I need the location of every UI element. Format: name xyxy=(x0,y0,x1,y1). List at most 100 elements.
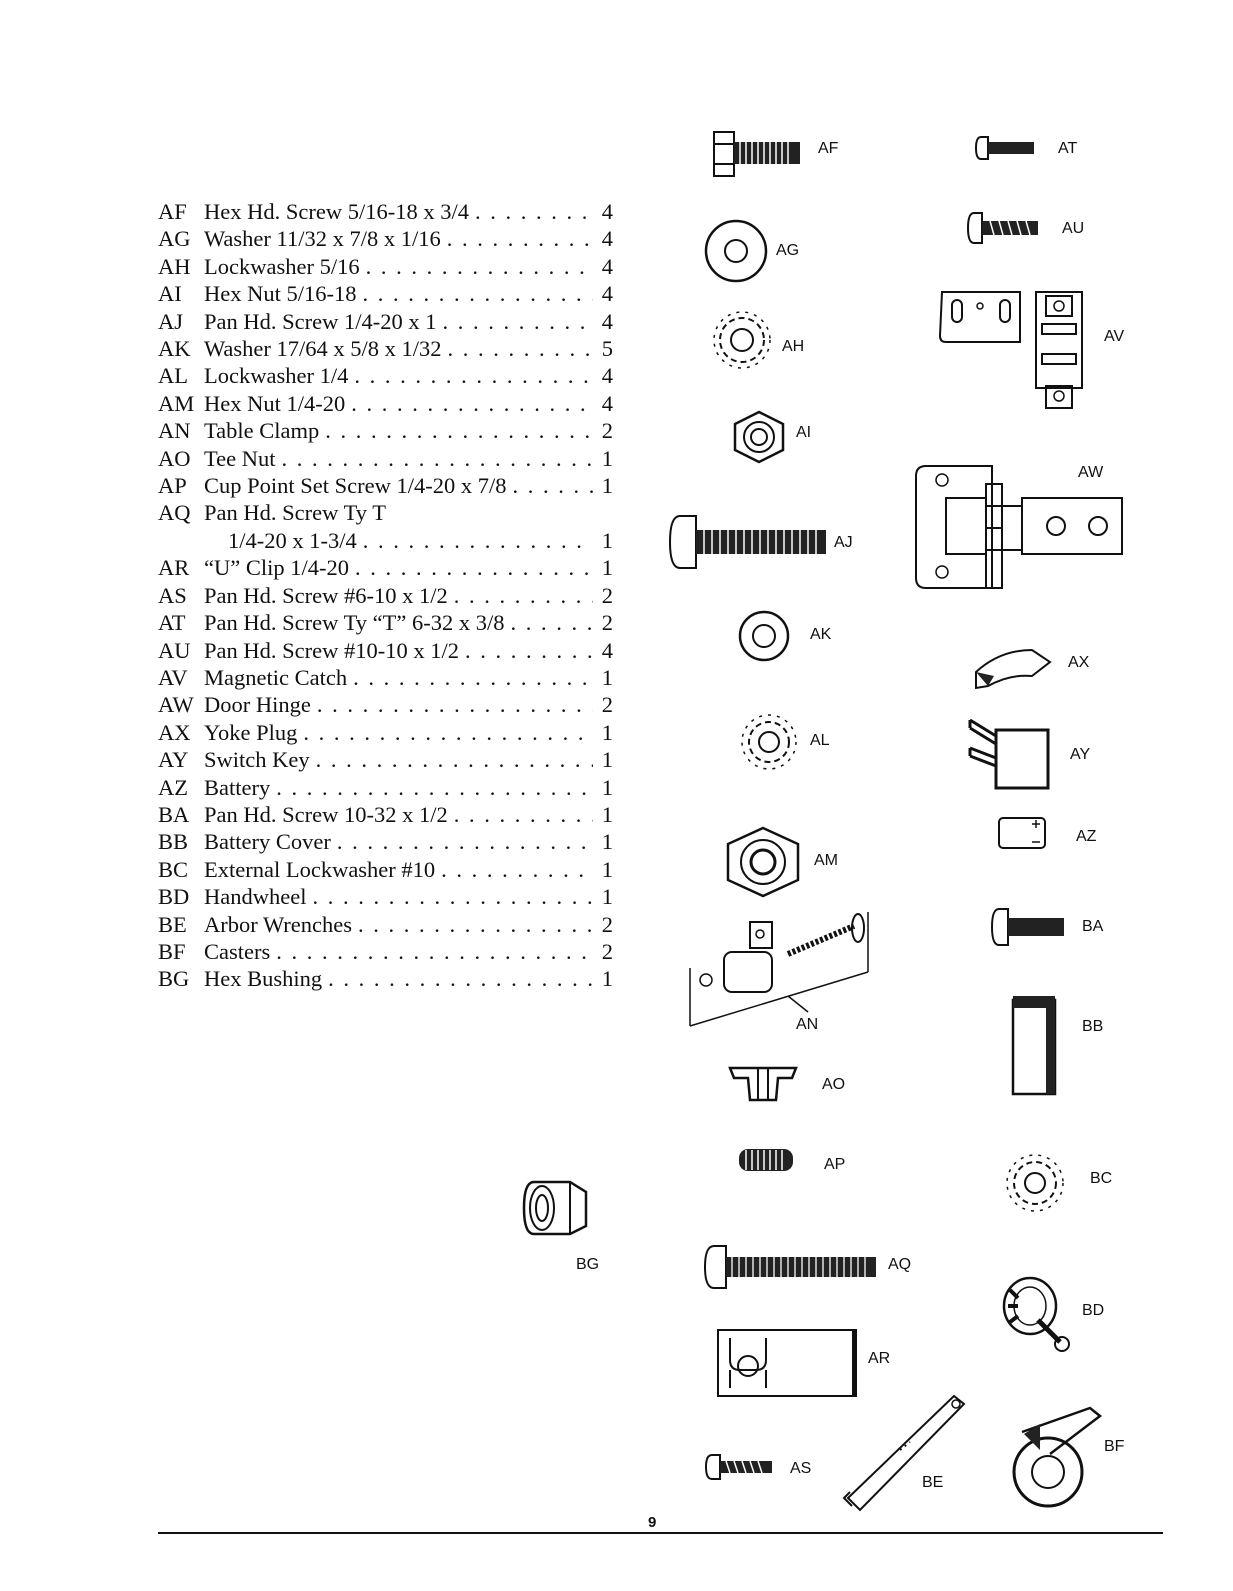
label-ax: AX xyxy=(1068,654,1090,671)
part-code: AH xyxy=(158,253,191,279)
set-screw-drawing xyxy=(739,1149,793,1171)
part-description: Battery xyxy=(204,774,271,800)
part-description: Lockwasher 5/16 xyxy=(204,253,360,279)
part-quantity: 4 xyxy=(601,390,613,416)
magnetic-catch-drawing xyxy=(938,291,1083,409)
part-code: AK xyxy=(158,336,191,362)
part-quantity: 4 xyxy=(601,637,613,663)
part-quantity: 1 xyxy=(601,829,613,855)
part-code: BG xyxy=(158,966,190,992)
part-description: Pan Hd. Screw Ty “T” 6-32 x 3/8 xyxy=(204,610,505,636)
part-quantity: 1 xyxy=(601,884,613,910)
leader-dots xyxy=(442,308,593,335)
u-clip-drawing xyxy=(717,1329,857,1397)
arbor-wrench-drawing xyxy=(842,1394,966,1512)
leader-dots xyxy=(353,664,593,691)
part-code: BB xyxy=(158,829,189,855)
part-code: AF xyxy=(158,199,187,224)
part-description: Yoke Plug xyxy=(204,719,298,745)
part-description: Hex Bushing xyxy=(204,966,323,992)
part-code: AT xyxy=(158,610,186,636)
leader-dots xyxy=(354,362,593,389)
label-at: AT xyxy=(1058,140,1078,157)
part-code: BD xyxy=(158,884,190,910)
part-description: External Lockwasher #10 xyxy=(204,856,436,882)
tiny-screw-drawing xyxy=(974,136,1034,160)
battery-drawing xyxy=(998,817,1046,849)
parts-row: AZBattery1 xyxy=(158,774,613,801)
part-quantity: 1 xyxy=(601,664,613,690)
part-quantity: 2 xyxy=(601,418,613,444)
yoke-plug-drawing xyxy=(975,648,1052,690)
label-bb: BB xyxy=(1082,1018,1104,1035)
leader-dots xyxy=(303,719,593,746)
handwheel-drawing xyxy=(1002,1276,1070,1352)
label-au: AU xyxy=(1062,220,1085,237)
hex-head-screw-drawing xyxy=(713,131,800,177)
part-code: AP xyxy=(158,473,187,499)
part-code: BC xyxy=(158,856,189,882)
part-description: Washer 17/64 x 5/8 x 1/32 xyxy=(204,336,442,362)
small-pan-head-screw-drawing xyxy=(704,1454,772,1480)
small-hex-nut-drawing xyxy=(726,826,800,898)
part-code: AZ xyxy=(158,774,188,800)
part-description: Hex Hd. Screw 5/16-18 x 3/4 xyxy=(204,199,469,224)
part-code: AN xyxy=(158,418,191,444)
part-description: Tee Nut xyxy=(204,445,276,471)
label-az: AZ xyxy=(1076,828,1097,845)
part-quantity: 5 xyxy=(601,336,613,362)
part-quantity: 4 xyxy=(601,281,613,307)
parts-row: AN Table Clamp 2 xyxy=(158,417,613,444)
part-description: Magnetic Catch xyxy=(204,664,348,690)
label-am: AM xyxy=(814,852,838,869)
tee-nut-drawing xyxy=(728,1066,798,1102)
part-quantity: 4 xyxy=(601,308,613,334)
part-description: Washer 11/32 x 7/8 x 1/16 xyxy=(204,226,441,252)
part-description: Door Hinge xyxy=(204,692,311,718)
part-quantity: 1 xyxy=(601,555,613,581)
small-washer-drawing xyxy=(738,610,790,662)
part-quantity: 1 xyxy=(601,747,613,773)
part-quantity: 1 xyxy=(601,966,613,992)
leader-dots xyxy=(454,582,593,609)
parts-row: AK Washer 17/64 x 5/8 x 1/32 5 xyxy=(158,335,613,362)
part-code: BF xyxy=(158,938,186,964)
part-description: Pan Hd. Screw #6-10 x 1/2 xyxy=(204,582,448,608)
leader-dots xyxy=(510,609,593,636)
leader-dots xyxy=(328,965,593,992)
leader-dots xyxy=(337,828,593,855)
leader-dots xyxy=(447,225,593,252)
parts-row: BG Hex Bushing 1 xyxy=(158,965,613,992)
part-quantity: 2 xyxy=(601,911,613,937)
parts-row: AR“U” Clip 1/4-201 xyxy=(158,554,613,581)
leader-dots xyxy=(351,390,593,417)
washer-drawing xyxy=(704,219,768,283)
lockwasher-drawing xyxy=(713,311,771,369)
label-bf: BF xyxy=(1104,1438,1125,1455)
leader-dots xyxy=(454,801,593,828)
part-description: “U” Clip 1/4-20 xyxy=(204,555,349,581)
part-quantity: 1 xyxy=(601,473,613,499)
part-description: 1/4-20 x 1-3/4 xyxy=(228,527,357,553)
part-quantity: 1 xyxy=(601,801,613,827)
part-description: Arbor Wrenches xyxy=(204,911,352,937)
label-as: AS xyxy=(790,1460,812,1477)
part-code: BE xyxy=(158,911,187,937)
part-quantity: 1 xyxy=(601,719,613,745)
part-description: Table Clamp xyxy=(204,418,320,444)
leader-dots xyxy=(316,746,593,773)
